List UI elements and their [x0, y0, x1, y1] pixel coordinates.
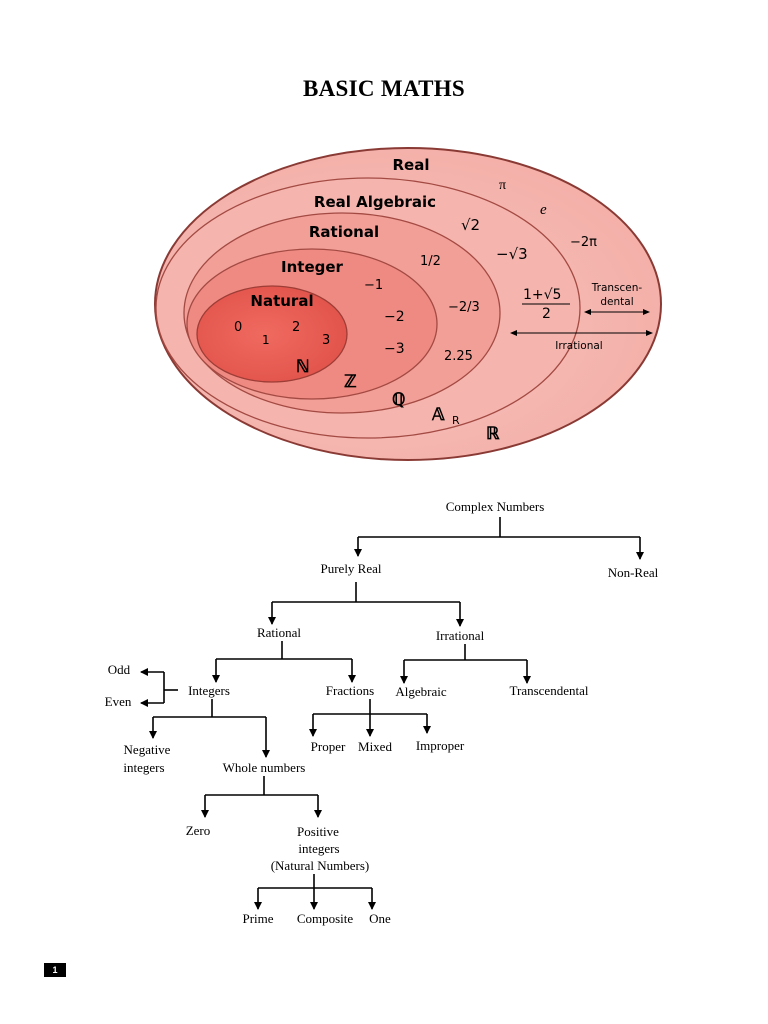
- natural-2: 2: [292, 320, 300, 335]
- algebraic-golden-numerator: 1+√5: [523, 287, 561, 303]
- node-irrational: Irrational: [436, 628, 485, 643]
- node-whole-numbers: Whole numbers: [223, 760, 306, 775]
- node-non-real: Non-Real: [608, 565, 659, 580]
- rational-decimal: 2.25: [444, 349, 473, 364]
- node-positive-integers-line1: Positive: [297, 824, 339, 839]
- transcendental-range-arrow: [584, 309, 650, 315]
- symbol-N: ℕ: [296, 357, 310, 376]
- symbol-A: 𝔸: [431, 405, 445, 424]
- symbol-Z: ℤ: [344, 372, 357, 391]
- label-natural: Natural: [250, 292, 313, 310]
- label-rational: Rational: [309, 223, 379, 241]
- irrational-range-arrow: [510, 330, 653, 336]
- node-even: Even: [105, 694, 132, 709]
- node-negative-integers-line1: Negative: [124, 742, 171, 757]
- node-prime: Prime: [242, 911, 273, 926]
- natural-3: 3: [322, 333, 330, 348]
- transcendental-neg-two-pi: −2π: [570, 235, 597, 250]
- algebraic-golden-denominator: 2: [542, 306, 551, 322]
- number-sets-diagram: Real Real Algebraic Rational Integer Nat…: [154, 147, 662, 461]
- node-composite: Composite: [297, 911, 354, 926]
- natural-1: 1: [262, 333, 270, 347]
- node-zero: Zero: [186, 823, 211, 838]
- natural-set-ellipse: [196, 285, 348, 383]
- irrational-annotation: Irrational: [555, 340, 602, 352]
- node-purely-real: Purely Real: [320, 561, 381, 576]
- symbol-Q: ℚ: [392, 390, 405, 409]
- algebraic-sqrt2: √2: [461, 216, 480, 234]
- integer-neg1: −1: [364, 278, 383, 293]
- node-mixed: Mixed: [358, 739, 392, 754]
- node-positive-integers-line3: (Natural Numbers): [271, 858, 370, 873]
- node-odd: Odd: [108, 662, 131, 677]
- integer-neg3: −3: [384, 341, 405, 357]
- node-positive-integers-line2: integers: [298, 841, 339, 856]
- label-integer: Integer: [281, 258, 344, 276]
- natural-0: 0: [234, 320, 242, 335]
- node-complex-numbers: Complex Numbers: [446, 499, 545, 514]
- rational-half: 1/2: [420, 254, 441, 269]
- node-integers: Integers: [188, 683, 230, 698]
- transcendental-pi: π: [499, 178, 506, 193]
- label-real-algebraic: Real Algebraic: [314, 193, 436, 211]
- node-proper: Proper: [311, 739, 346, 754]
- transcendental-annotation-line2: dental: [600, 296, 633, 308]
- tree-connectors: [140, 517, 644, 910]
- node-one: One: [369, 911, 391, 926]
- node-algebraic: Algebraic: [395, 684, 446, 699]
- page-title: BASIC MATHS: [303, 76, 465, 101]
- rational-neg-two-thirds: −2/3: [448, 300, 480, 315]
- node-negative-integers-line2: integers: [123, 760, 164, 775]
- transcendental-annotation-line1: Transcen-: [591, 282, 643, 294]
- node-fractions: Fractions: [326, 683, 374, 698]
- node-improper: Improper: [416, 738, 465, 753]
- symbol-R: ℝ: [486, 424, 500, 443]
- node-transcendental: Transcendental: [510, 683, 589, 698]
- node-rational: Rational: [257, 625, 301, 640]
- algebraic-neg-sqrt3: −√3: [496, 245, 528, 263]
- page-number-badge: 1: [44, 963, 66, 977]
- symbol-A-subscript: R: [452, 414, 460, 427]
- transcendental-e: e: [540, 202, 547, 218]
- label-real: Real: [393, 156, 430, 174]
- integer-neg2: −2: [384, 309, 405, 325]
